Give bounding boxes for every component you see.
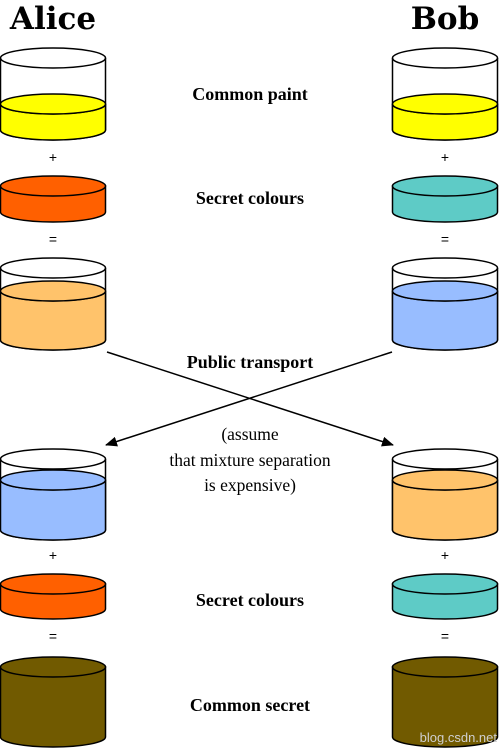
note-line-2: that mixture separation <box>169 450 331 470</box>
note-line-3: is expensive) <box>204 475 296 495</box>
bob-secret-colour-cylinder-2 <box>391 573 499 620</box>
alice-plus-1: + <box>49 149 57 165</box>
bob-title: Bob <box>411 1 480 37</box>
bob-secret-colour-cylinder <box>391 175 499 223</box>
alice-equals-1: = <box>49 231 57 247</box>
alice-received-mixture-cylinder <box>0 448 107 541</box>
alice-common-secret-cylinder <box>0 656 107 748</box>
bob-equals-2: = <box>441 628 449 644</box>
label-common-paint: Common paint <box>192 84 308 104</box>
label-common-secret: Common secret <box>190 695 310 715</box>
label-secret-colours-2: Secret colours <box>196 590 304 610</box>
bob-received-mixture-cylinder <box>391 448 499 541</box>
bob-common-paint-cylinder <box>391 47 499 141</box>
alice-mixture-cylinder <box>0 257 107 351</box>
arrow-bob-to-alice <box>105 351 393 447</box>
label-secret-colours-1: Secret colours <box>196 188 304 208</box>
bob-plus-1: + <box>441 149 449 165</box>
alice-common-paint-cylinder <box>0 47 107 141</box>
bob-plus-2: + <box>441 547 449 563</box>
cylinders-group <box>0 47 499 748</box>
alice-secret-colour-cylinder <box>0 175 107 223</box>
alice-title: Alice <box>9 1 96 37</box>
alice-secret-colour-cylinder-2 <box>0 573 107 620</box>
bob-equals-1: = <box>441 231 449 247</box>
label-public-transport: Public transport <box>187 352 314 372</box>
bob-mixture-cylinder <box>391 257 499 351</box>
alice-plus-2: + <box>49 547 57 563</box>
alice-equals-2: = <box>49 628 57 644</box>
watermark: blog.csdn.net <box>420 730 498 745</box>
note-line-1: (assume <box>221 424 279 444</box>
bob-common-secret-cylinder <box>391 656 499 748</box>
